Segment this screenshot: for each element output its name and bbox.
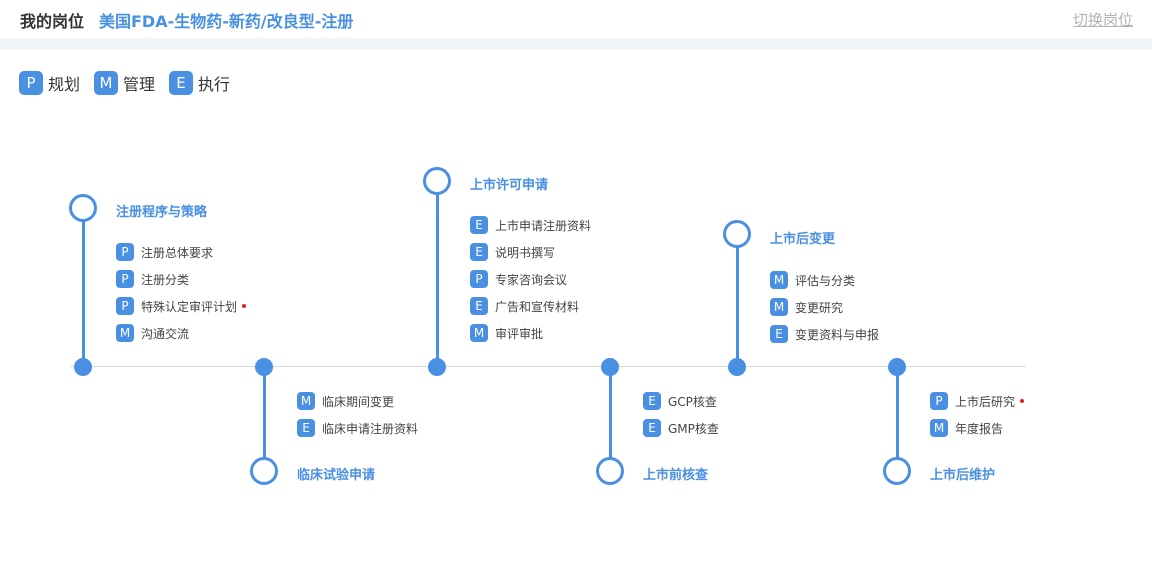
task-label: 临床期间变更 bbox=[322, 394, 395, 409]
stage-node-dot bbox=[601, 358, 619, 376]
my-post-label: 我的岗位 bbox=[20, 12, 85, 31]
role-badge-icon: M bbox=[770, 298, 788, 316]
role-badge-icon: E bbox=[470, 216, 488, 234]
stage-ring-icon[interactable] bbox=[250, 457, 278, 485]
stage-ring-icon[interactable] bbox=[883, 457, 911, 485]
task-label: 专家咨询会议 bbox=[495, 272, 568, 287]
role-badge-icon: P bbox=[470, 270, 488, 288]
role-badge-icon: P bbox=[116, 297, 134, 315]
role-badge-icon: E bbox=[770, 325, 788, 343]
role-legend: P 规划 M 管理 E 执行 bbox=[19, 71, 244, 95]
role-badge-icon: M bbox=[297, 392, 315, 410]
stage-connector bbox=[895, 367, 899, 471]
task-item[interactable]: P 特殊认定审评计划 bbox=[116, 297, 247, 315]
manage-badge-icon: M bbox=[94, 71, 119, 95]
task-item[interactable]: E 临床申请注册资料 bbox=[297, 419, 418, 437]
task-label: 变更资料与申报 bbox=[795, 327, 880, 342]
stage-title-marketing-application[interactable]: 上市许可申请 bbox=[470, 178, 549, 193]
stage-node-dot bbox=[255, 358, 273, 376]
task-label: GCP核查 bbox=[668, 394, 717, 409]
role-badge-icon: E bbox=[470, 243, 488, 261]
task-item[interactable]: M 审评审批 bbox=[470, 324, 543, 342]
task-label: 沟通交流 bbox=[141, 326, 190, 341]
legend-label: 管理 bbox=[123, 75, 156, 94]
stage-title-strategy[interactable]: 注册程序与策略 bbox=[116, 205, 208, 220]
timeline-baseline bbox=[70, 366, 1026, 367]
stage-title-post-market-maintenance[interactable]: 上市后维护 bbox=[930, 468, 996, 483]
task-label: 审评审批 bbox=[495, 326, 544, 341]
stage-ring-icon[interactable] bbox=[423, 167, 451, 195]
new-indicator-dot-icon bbox=[242, 304, 247, 308]
stage-title-post-market-change[interactable]: 上市后变更 bbox=[770, 232, 836, 247]
role-badge-icon: E bbox=[643, 419, 661, 437]
task-label: 年度报告 bbox=[955, 421, 1004, 436]
task-label: 评估与分类 bbox=[795, 273, 856, 288]
stage-title-pre-approval-inspection[interactable]: 上市前核查 bbox=[643, 468, 709, 483]
plan-badge-icon: P bbox=[19, 71, 43, 95]
stage-connector bbox=[608, 367, 612, 471]
task-label: 上市后研究 bbox=[955, 394, 1016, 409]
task-item[interactable]: P 注册总体要求 bbox=[116, 243, 213, 261]
legend-label: 规划 bbox=[48, 75, 81, 94]
task-label: GMP核查 bbox=[668, 421, 719, 436]
role-badge-icon: P bbox=[116, 243, 134, 261]
task-item[interactable]: P 专家咨询会议 bbox=[470, 270, 567, 288]
stage-connector bbox=[262, 367, 266, 471]
task-item[interactable]: M 年度报告 bbox=[930, 419, 1003, 437]
task-label: 广告和宣传材料 bbox=[495, 299, 580, 314]
task-label: 特殊认定审评计划 bbox=[141, 299, 238, 314]
task-item[interactable]: E 上市申请注册资料 bbox=[470, 216, 591, 234]
role-badge-icon: M bbox=[470, 324, 488, 342]
header-divider bbox=[0, 38, 1152, 50]
task-item[interactable]: E 广告和宣传材料 bbox=[470, 297, 579, 315]
stage-node-dot bbox=[888, 358, 906, 376]
role-badge-icon: P bbox=[930, 392, 948, 410]
role-badge-icon: M bbox=[116, 324, 134, 342]
task-item[interactable]: E 变更资料与申报 bbox=[770, 325, 879, 343]
task-item[interactable]: M 沟通交流 bbox=[116, 324, 189, 342]
stage-ring-icon[interactable] bbox=[596, 457, 624, 485]
task-item[interactable]: E GCP核查 bbox=[643, 392, 717, 410]
stage-ring-icon[interactable] bbox=[723, 220, 751, 248]
task-item[interactable]: P 注册分类 bbox=[116, 270, 189, 288]
legend-item-execute: E 执行 bbox=[169, 71, 230, 95]
stage-connector bbox=[81, 208, 85, 367]
task-label: 说明书撰写 bbox=[495, 245, 556, 260]
stage-node-dot bbox=[74, 358, 92, 376]
task-item[interactable]: M 评估与分类 bbox=[770, 271, 855, 289]
task-label: 上市申请注册资料 bbox=[495, 218, 592, 233]
task-item[interactable]: E 说明书撰写 bbox=[470, 243, 555, 261]
task-item[interactable]: P 上市后研究 bbox=[930, 392, 1025, 410]
stage-title-clinical-application[interactable]: 临床试验申请 bbox=[297, 468, 376, 483]
task-label: 变更研究 bbox=[795, 300, 844, 315]
role-badge-icon: E bbox=[643, 392, 661, 410]
stage-node-dot bbox=[728, 358, 746, 376]
top-bar: 我的岗位 美国FDA-生物药-新药/改良型-注册 切换岗位 bbox=[0, 0, 1152, 38]
role-badge-icon: E bbox=[470, 297, 488, 315]
execute-badge-icon: E bbox=[169, 71, 194, 95]
task-item[interactable]: M 临床期间变更 bbox=[297, 392, 394, 410]
role-badge-icon: M bbox=[930, 419, 948, 437]
legend-label: 执行 bbox=[198, 75, 231, 94]
stage-node-dot bbox=[428, 358, 446, 376]
stage-ring-icon[interactable] bbox=[69, 194, 97, 222]
role-badge-icon: P bbox=[116, 270, 134, 288]
stage-connector bbox=[735, 234, 739, 367]
task-label: 注册总体要求 bbox=[141, 245, 214, 260]
role-badge-icon: M bbox=[770, 271, 788, 289]
task-item[interactable]: M 变更研究 bbox=[770, 298, 843, 316]
post-name: 美国FDA-生物药-新药/改良型-注册 bbox=[99, 12, 354, 31]
legend-item-manage: M 管理 bbox=[94, 71, 155, 95]
task-label: 临床申请注册资料 bbox=[322, 421, 419, 436]
task-item[interactable]: E GMP核查 bbox=[643, 419, 719, 437]
stage-connector bbox=[435, 181, 439, 367]
role-badge-icon: E bbox=[297, 419, 315, 437]
new-indicator-dot-icon bbox=[1020, 399, 1025, 403]
switch-post-link[interactable]: 切换岗位 bbox=[1072, 11, 1133, 29]
task-label: 注册分类 bbox=[141, 272, 190, 287]
legend-item-plan: P 规划 bbox=[19, 71, 80, 95]
